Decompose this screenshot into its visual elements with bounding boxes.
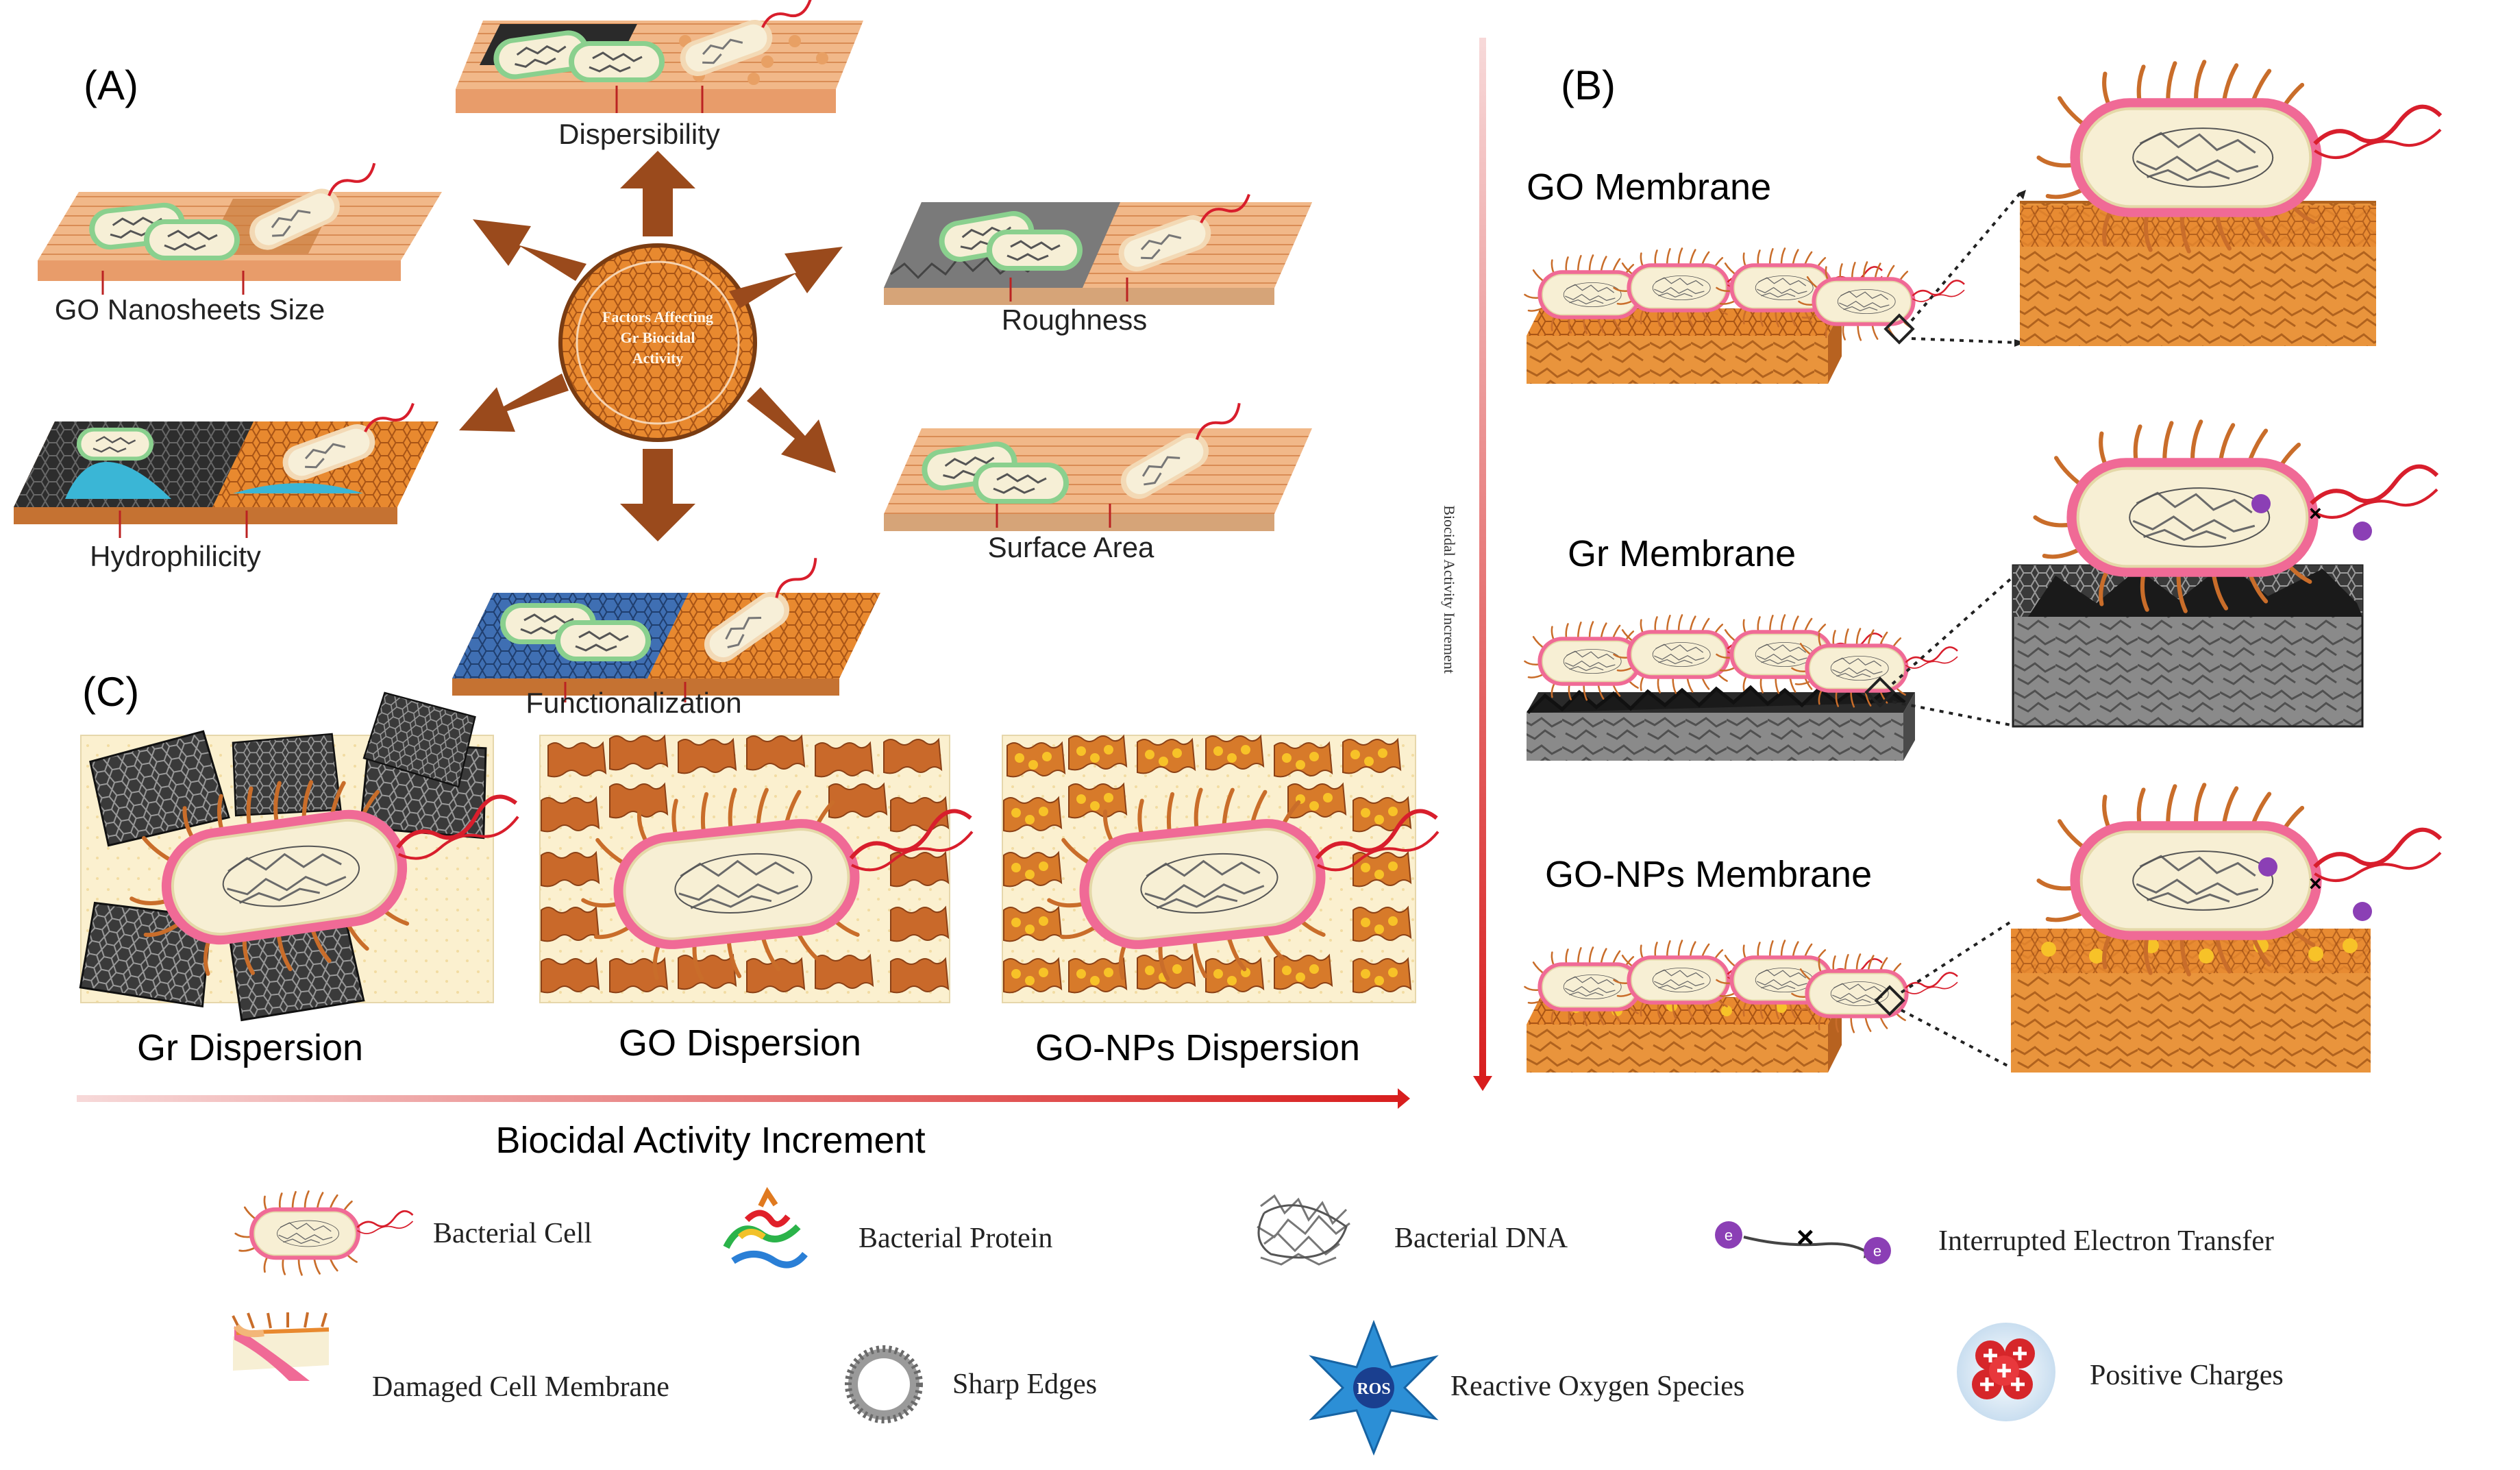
horizontal-activity-axis: Biocidal Activity Increment <box>77 1088 1410 1161</box>
factor-roughness: Roughness <box>884 192 1312 336</box>
legend-ros: ROS Reactive Oxygen Species <box>1309 1319 1744 1456</box>
legend-bacterial-protein: Bacterial Protein <box>723 1187 1052 1269</box>
legend-label-bacterial-dna: Bacterial DNA <box>1394 1223 1568 1254</box>
legend-damaged-membrane: Damaged Cell Membrane <box>232 1312 669 1403</box>
label-functionalization: Functionalization <box>526 687 741 719</box>
label-dispersibility: Dispersibility <box>558 118 720 150</box>
vertical-activity-axis: Biocidal Activity Increment <box>1441 38 1492 1091</box>
factor-hydrophilicity: Hydrophilicity <box>14 401 438 572</box>
transfer-block-mark: × <box>1796 1221 1814 1254</box>
label-roughness: Roughness <box>1002 304 1147 336</box>
arrow-lower-right <box>747 387 836 473</box>
ros-symbol: ROS <box>1357 1380 1390 1398</box>
sharp-edges-icon <box>845 1345 923 1423</box>
legend-label-damaged-membrane: Damaged Cell Membrane <box>372 1371 669 1403</box>
label-gonp-dispersion: GO-NPs Dispersion <box>1035 1027 1360 1068</box>
bacterial-cell-icon <box>234 1190 414 1276</box>
dna-tangle-icon <box>1257 1194 1350 1266</box>
legend-bacterial-dna: Bacterial DNA <box>1257 1194 1568 1266</box>
label-hydrophilicity: Hydrophilicity <box>90 540 261 572</box>
electron-symbol-left: e <box>1725 1227 1733 1244</box>
gonp-dispersion-panel: GO-NPs Dispersion <box>1002 735 1450 1068</box>
label-gonp-membrane: GO-NPs Membrane <box>1545 854 1872 895</box>
hub-line-1: Factors Affecting <box>602 308 713 326</box>
label-horizontal-axis: Biocidal Activity Increment <box>495 1120 925 1161</box>
ros-star-icon: ROS <box>1309 1319 1439 1456</box>
gr-electron-block: × <box>2309 501 2322 526</box>
arrow-upper-left <box>473 219 586 281</box>
legend-label-electron-transfer: Interrupted Electron Transfer <box>1938 1225 2274 1257</box>
arrow-down <box>620 449 695 541</box>
label-go-membrane: GO Membrane <box>1527 167 1771 208</box>
electron-symbol-right: e <box>1873 1242 1881 1260</box>
panel-b-label: (B) <box>1561 62 1616 108</box>
legend: Bacterial Cell Bacterial Protein Bacteri… <box>232 1187 2284 1456</box>
damaged-membrane-icon <box>232 1312 330 1381</box>
gonp-electron-block: × <box>2309 871 2322 896</box>
label-vertical-axis: Biocidal Activity Increment <box>1441 505 1458 674</box>
legend-sharp-edges: Sharp Edges <box>845 1345 1097 1423</box>
legend-bacterial-cell: Bacterial Cell <box>234 1190 592 1276</box>
panel-c-label: (C) <box>82 669 139 715</box>
gr-dispersion-panel: Gr Dispersion <box>75 684 534 1068</box>
arrow-lower-left <box>459 373 569 432</box>
hub-line-3: Activity <box>632 350 684 367</box>
legend-label-bacterial-protein: Bacterial Protein <box>858 1223 1052 1254</box>
legend-positive-charges: Positive Charges <box>1957 1323 2284 1421</box>
legend-label-ros: Reactive Oxygen Species <box>1450 1371 1744 1402</box>
gonp-membrane-row: GO-NPs Membrane × <box>1524 785 2441 1073</box>
electron-transfer-icon: e × e <box>1715 1221 1891 1264</box>
hub-line-2: Gr Biocidal <box>621 329 695 346</box>
legend-electron-transfer: e × e Interrupted Electron Transfer <box>1715 1221 2274 1264</box>
label-go-nanosheet-size: GO Nanosheets Size <box>55 293 325 326</box>
factor-surface-area: Surface Area <box>884 401 1312 563</box>
panel-a-label: (A) <box>84 62 138 108</box>
arrow-upper-right <box>729 247 843 308</box>
label-go-dispersion: GO Dispersion <box>619 1022 861 1064</box>
gr-membrane-row: Gr Membrane × <box>1524 421 2438 761</box>
arrow-up <box>620 151 695 236</box>
go-dispersion-panel: GO Dispersion <box>539 735 985 1064</box>
legend-label-sharp-edges: Sharp Edges <box>952 1369 1097 1400</box>
factors-center-hub: Factors Affecting Gr Biocidal Activity <box>558 243 757 442</box>
factor-arrows <box>459 151 843 541</box>
factor-dispersibility: Dispersibility <box>456 0 863 150</box>
positive-charges-icon <box>1957 1323 2055 1421</box>
go-membrane-row: GO Membrane <box>1524 62 2441 384</box>
factor-functionalization: Functionalization <box>452 556 880 719</box>
protein-icon <box>723 1187 808 1269</box>
label-gr-membrane: Gr Membrane <box>1568 533 1796 574</box>
label-surface-area: Surface Area <box>988 531 1154 563</box>
legend-label-positive-charges: Positive Charges <box>2090 1360 2284 1391</box>
legend-label-bacterial-cell: Bacterial Cell <box>433 1218 592 1249</box>
label-gr-dispersion: Gr Dispersion <box>137 1027 363 1068</box>
factor-go-nanosheet-size: GO Nanosheets Size <box>38 161 442 326</box>
